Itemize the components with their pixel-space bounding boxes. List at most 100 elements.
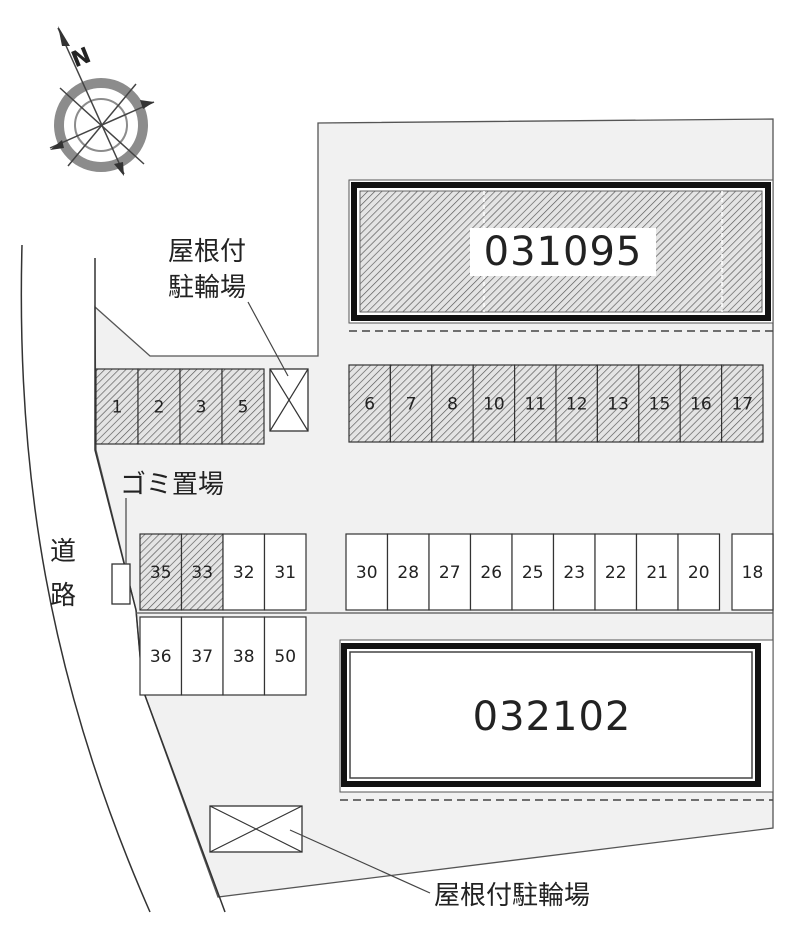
parking-space-box — [679, 364, 723, 443]
parking-space-number: 8 — [447, 395, 458, 415]
bicycle-parking-top-label: 屋根付 駐輪場 — [168, 237, 254, 303]
building-031095[interactable]: 031095 — [348, 179, 774, 324]
parking-space-box — [731, 533, 774, 611]
parking-space-number: 12 — [566, 395, 588, 415]
parking-space-3[interactable]: 3 — [179, 368, 223, 445]
parking-space-26[interactable]: 26 — [469, 533, 513, 611]
parking-space-7[interactable]: 7 — [389, 364, 433, 443]
garbage-label: ゴミ置場 — [120, 470, 224, 500]
parking-space-box — [386, 533, 430, 611]
parking-space-number: 20 — [688, 563, 710, 583]
parking-space-box — [677, 533, 721, 611]
parking-space-22[interactable]: 22 — [594, 533, 638, 611]
leader-line — [289, 829, 431, 894]
parking-space-36[interactable]: 36 — [139, 616, 183, 696]
parking-space-number: 2 — [154, 398, 165, 418]
parking-space-box — [638, 364, 681, 443]
parking-space-box — [263, 616, 307, 696]
parking-space-number: 16 — [690, 395, 712, 415]
parking-space-18[interactable]: 18 — [731, 533, 774, 611]
bicycle-parking-bottom — [209, 805, 303, 853]
parking-space-box — [511, 533, 555, 611]
parking-space-10[interactable]: 10 — [472, 364, 516, 443]
parking-space-number: 27 — [439, 563, 461, 583]
parking-space-box — [180, 616, 224, 696]
parking-space-25[interactable]: 25 — [511, 533, 555, 611]
parking-space-32[interactable]: 32 — [222, 533, 266, 611]
parking-space-box — [428, 533, 472, 611]
parking-space-number: 3 — [196, 398, 207, 418]
parking-space-30[interactable]: 30 — [345, 533, 389, 611]
parking-space-number: 37 — [191, 647, 213, 667]
parking-space-27[interactable]: 27 — [428, 533, 472, 611]
parking-space-number: 7 — [406, 395, 417, 415]
parking-space-number: 23 — [563, 563, 585, 583]
parking-space-8[interactable]: 8 — [431, 364, 474, 443]
parking-space-number: 31 — [274, 563, 296, 583]
parking-space-box — [594, 533, 638, 611]
parking-space-21[interactable]: 21 — [635, 533, 679, 611]
bicycle-parking-bottom-label: 屋根付駐輪場 — [434, 881, 590, 911]
leader-line — [247, 301, 289, 377]
parking-space-number: 15 — [649, 395, 671, 415]
parking-space-number: 30 — [356, 563, 378, 583]
compass-icon: N — [49, 26, 155, 176]
parking-space-number: 13 — [607, 395, 629, 415]
parking-space-box — [720, 364, 764, 443]
parking-space-number: 36 — [150, 647, 172, 667]
parking-space-box — [139, 533, 183, 611]
parking-space-6[interactable]: 6 — [348, 364, 392, 443]
parking-space-31[interactable]: 31 — [263, 533, 307, 611]
parking-space-number: 50 — [274, 647, 296, 667]
parking-space-13[interactable]: 13 — [596, 364, 640, 443]
parking-space-1[interactable]: 1 — [95, 368, 139, 445]
parking-space-20[interactable]: 20 — [677, 533, 721, 611]
parking-space-23[interactable]: 23 — [552, 533, 596, 611]
road-edge-right — [94, 258, 226, 913]
parking-space-box — [345, 533, 389, 611]
parking-space-box — [263, 533, 307, 611]
parking-space-box — [469, 533, 513, 611]
parking-space-2[interactable]: 2 — [137, 368, 181, 445]
parking-space-number: 21 — [646, 563, 668, 583]
parking-space-number: 32 — [233, 563, 255, 583]
parking-space-35[interactable]: 35 — [139, 533, 183, 611]
parking-space-number: 11 — [524, 395, 546, 415]
parking-space-17[interactable]: 17 — [720, 364, 764, 443]
parking-space-28[interactable]: 28 — [386, 533, 430, 611]
parking-space-50[interactable]: 50 — [263, 616, 307, 696]
parking-space-box — [431, 364, 474, 443]
parking-space-number: 17 — [731, 395, 753, 415]
parking-space-12[interactable]: 12 — [555, 364, 599, 443]
parking-space-number: 6 — [364, 395, 375, 415]
parking-space-box — [221, 368, 265, 445]
parking-space-number: 26 — [480, 563, 502, 583]
parking-space-15[interactable]: 15 — [638, 364, 681, 443]
parking-space-number: 33 — [191, 563, 213, 583]
parking-space-number: 18 — [742, 563, 764, 583]
parking-space-box — [472, 364, 516, 443]
road-edge-left — [20, 244, 151, 913]
parking-space-number: 1 — [112, 398, 123, 418]
bicycle-parking-top — [269, 368, 309, 432]
parking-space-11[interactable]: 11 — [513, 364, 557, 443]
parking-space-number: 5 — [238, 398, 249, 418]
parking-space-box — [137, 368, 181, 445]
parking-space-box — [552, 533, 596, 611]
compass-north-label: N — [68, 43, 94, 73]
parking-space-5[interactable]: 5 — [221, 368, 265, 445]
road-label: 道 路 — [50, 537, 84, 611]
parking-space-number: 22 — [605, 563, 627, 583]
parking-space-33[interactable]: 33 — [180, 533, 224, 611]
parking-space-16[interactable]: 16 — [679, 364, 723, 443]
parking-space-37[interactable]: 37 — [180, 616, 224, 696]
building-id: 032102 — [473, 694, 632, 740]
parking-space-box — [95, 368, 139, 445]
parking-space-38[interactable]: 38 — [222, 616, 266, 696]
building-032102[interactable]: 032102 — [339, 639, 774, 793]
parking-space-number: 10 — [483, 395, 505, 415]
parking-space-number: 28 — [397, 563, 419, 583]
parking-space-box — [389, 364, 433, 443]
